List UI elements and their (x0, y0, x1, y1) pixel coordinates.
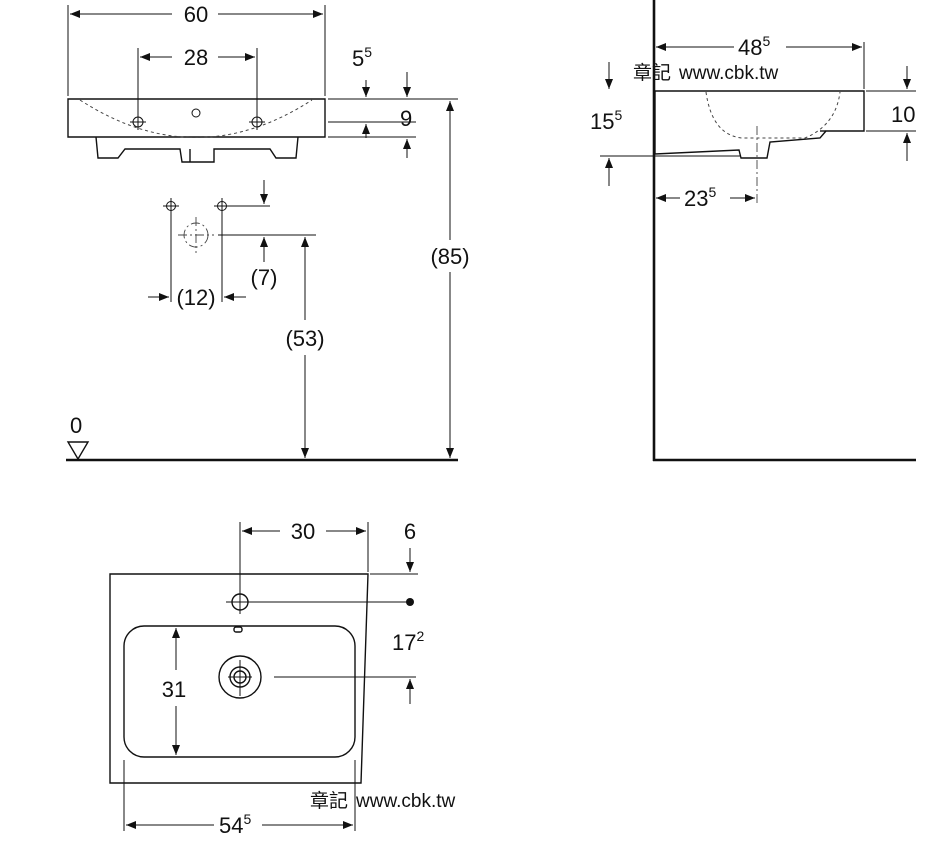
top-overflow (233, 626, 243, 633)
top-basin-outline (109, 573, 369, 784)
dim-depth-48: 485 (738, 33, 770, 60)
side-basin-body (654, 90, 865, 159)
dim-rim-height-9: 9 (400, 106, 412, 131)
front-view: 60 28 55 9 (66, 2, 470, 462)
dim-bowl-depth-31: 31 (162, 677, 186, 702)
supply-cold (163, 198, 179, 214)
supply-hot (214, 198, 230, 214)
dim-bowl-width-54: 545 (219, 811, 251, 838)
top-waste (218, 655, 262, 699)
top-bowl-outline (123, 625, 356, 758)
front-basin-underside (95, 136, 299, 163)
tap-hole-center (191, 108, 201, 118)
front-basin-body (67, 98, 326, 138)
front-bowl-hidden (79, 99, 313, 138)
dim-supply-spacing-12: (12) (176, 285, 215, 310)
dim-tap-spacing-28: 28 (184, 45, 208, 70)
floor-level-label: 0 (70, 413, 82, 438)
dim-supply-offset-7: (7) (251, 265, 278, 290)
dim-body-height-10: 10 (891, 102, 915, 127)
dim-waste-offset-23: 235 (684, 184, 716, 211)
dim-width-60: 60 (184, 2, 208, 27)
dim-overall-height-85: (85) (430, 244, 469, 269)
floor-level-marker (66, 441, 90, 461)
dim-wall-offset-15: 155 (590, 107, 622, 134)
dim-rim-offset: 55 (352, 44, 372, 71)
top-tap-hole (226, 590, 254, 614)
drain-outlet (178, 217, 214, 253)
dim-tap-offset-30: 30 (291, 519, 315, 544)
dim-back-offset-6: 6 (404, 519, 416, 544)
dim-waste-offset-17: 172 (392, 628, 424, 655)
dim-supply-height-53: (53) (285, 326, 324, 351)
